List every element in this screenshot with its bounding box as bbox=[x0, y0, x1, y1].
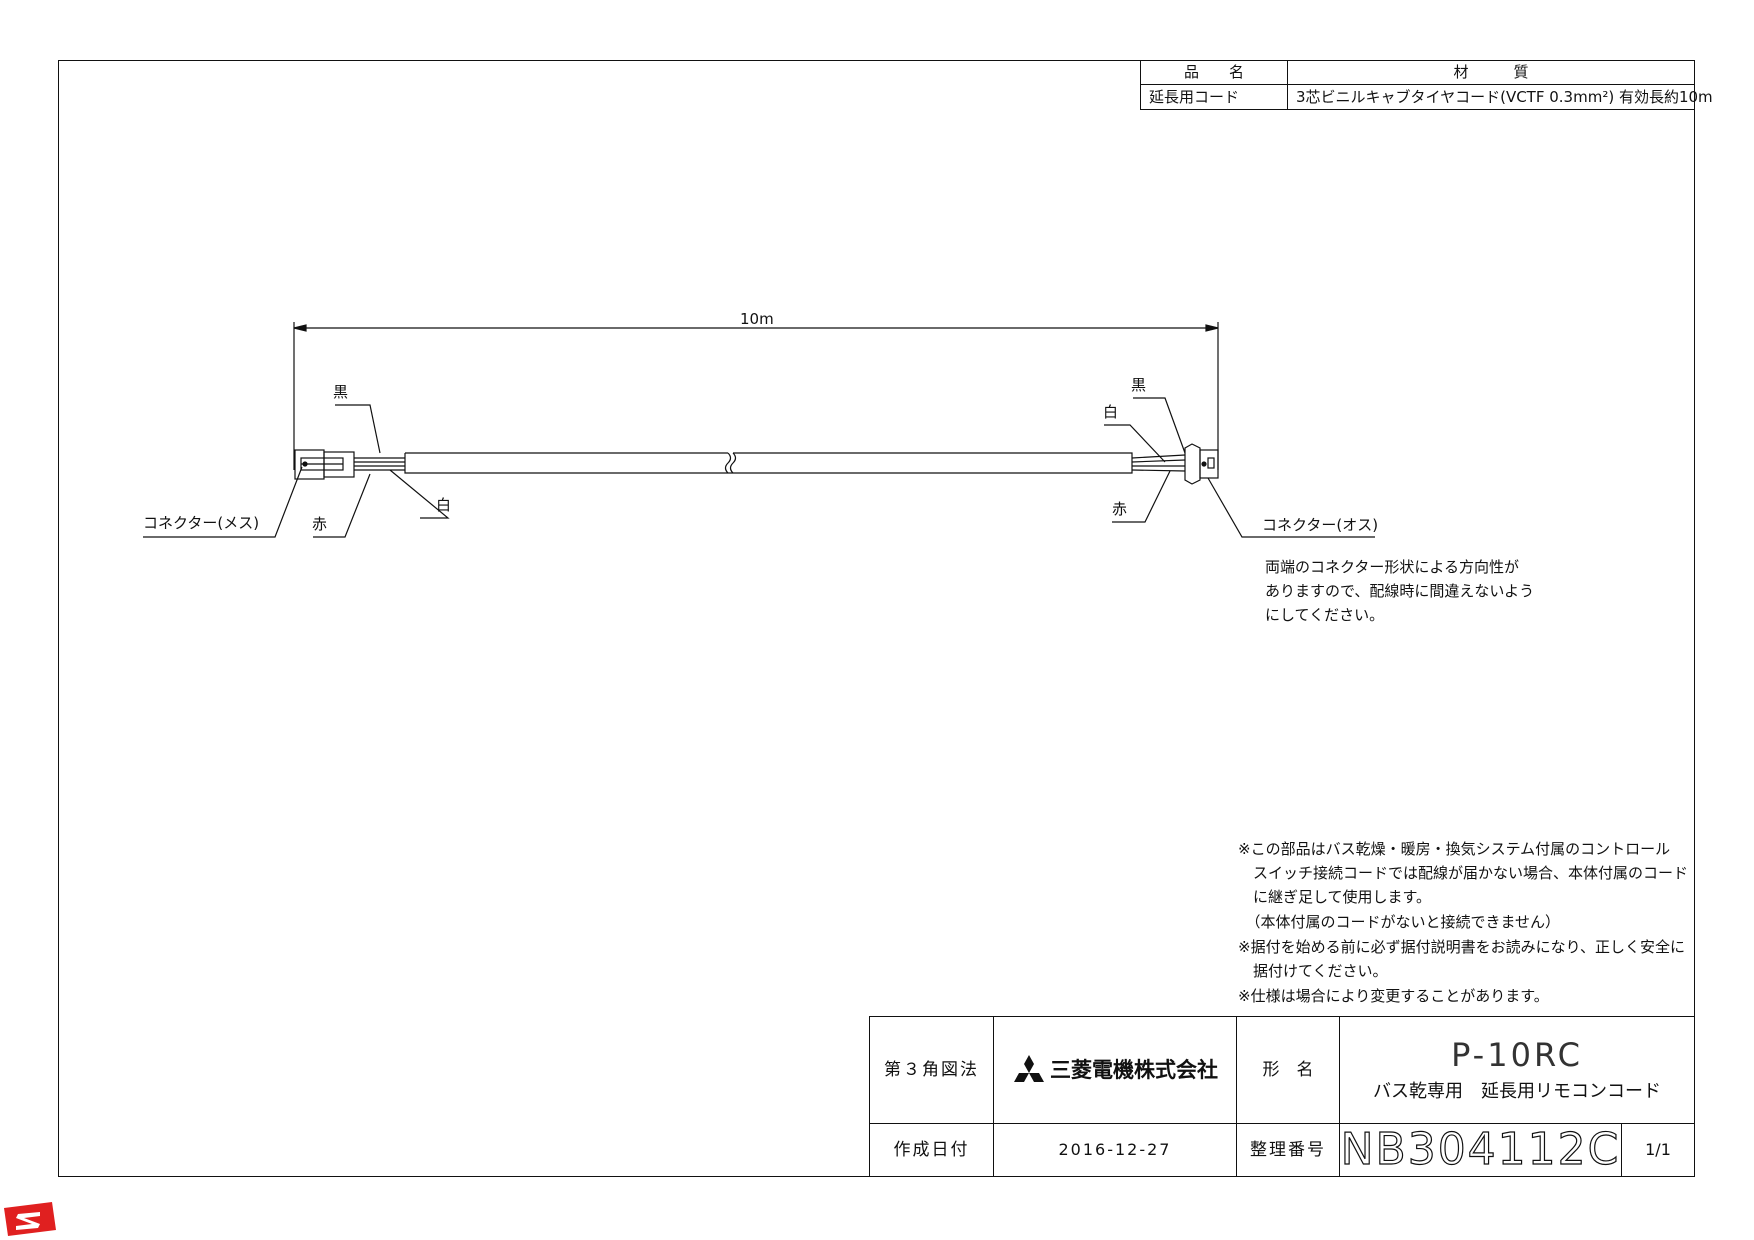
leader-right-red bbox=[1112, 470, 1171, 523]
right-white-label: 白 bbox=[1103, 403, 1119, 421]
note-line: ※据付を始める前に必ず据付説明書をお読みになり、正しく安全に bbox=[1238, 938, 1685, 956]
sheet-cell: 1/1 bbox=[1621, 1123, 1695, 1177]
cable-break-right bbox=[729, 452, 737, 474]
projection-cell: 第３角図法 bbox=[869, 1016, 994, 1124]
right-red-label: 赤 bbox=[1112, 500, 1128, 518]
direction-note-line: 両端のコネクター形状による方向性が bbox=[1265, 558, 1519, 576]
cable-left-segment bbox=[404, 452, 733, 474]
leader-left-black bbox=[335, 404, 381, 454]
corner-stamp-icon bbox=[4, 1202, 56, 1236]
dim-arrow-right bbox=[1205, 324, 1219, 332]
right-connector-dot bbox=[1201, 461, 1207, 467]
model-cell: P-10RC バス乾専用 延長用リモコンコード bbox=[1339, 1016, 1695, 1124]
note-line: に継ぎ足して使用します。 bbox=[1238, 888, 1432, 906]
right-wire-1 bbox=[1131, 454, 1186, 459]
number-cell: NB304112C bbox=[1339, 1123, 1622, 1177]
direction-note-line: ありますので、配線時に間違えないよう bbox=[1265, 582, 1535, 600]
note-line: 据付けてください。 bbox=[1238, 962, 1388, 980]
mitsubishi-logo-icon bbox=[1014, 1055, 1044, 1082]
leader-left-red bbox=[313, 473, 371, 538]
left-white-label: 白 bbox=[436, 496, 452, 514]
leader-right-connector bbox=[1207, 477, 1375, 538]
leader-right-black bbox=[1133, 397, 1186, 454]
note-line: ※この部品はバス乾燥・暖房・換気システム付属のコントロール bbox=[1238, 840, 1671, 858]
left-black-label: 黒 bbox=[333, 383, 349, 401]
direction-note-line: にしてください。 bbox=[1265, 606, 1385, 624]
cable-break-left bbox=[724, 452, 732, 474]
left-connector-dot bbox=[302, 461, 308, 467]
model-label-cell: 形 名 bbox=[1236, 1016, 1340, 1124]
right-wire-4 bbox=[1131, 469, 1186, 472]
right-wire-2 bbox=[1131, 459, 1186, 463]
date-label-cell: 作成日付 bbox=[869, 1123, 994, 1177]
left-connector-label: コネクター(メス) bbox=[143, 514, 260, 532]
right-connector-body bbox=[1184, 443, 1201, 485]
right-connector-label: コネクター(オス) bbox=[1262, 516, 1379, 534]
leader-left-connector bbox=[143, 466, 303, 538]
number-label-cell: 整理番号 bbox=[1236, 1123, 1340, 1177]
right-connector-housing bbox=[1199, 449, 1219, 479]
right-black-label: 黒 bbox=[1131, 376, 1147, 394]
dimension-label: 10m bbox=[740, 310, 774, 328]
right-connector-pin bbox=[1207, 457, 1215, 469]
leader-right-white bbox=[1104, 424, 1166, 463]
left-red-label: 赤 bbox=[312, 515, 328, 533]
note-line: ※仕様は場合により変更することがあります。 bbox=[1238, 987, 1549, 1005]
note-line: スイッチ接続コードでは配線が届かない場合、本体付属のコード bbox=[1238, 864, 1689, 882]
leader-left-white bbox=[389, 469, 450, 519]
note-line: （本体付属のコードがないと接続できません） bbox=[1238, 913, 1561, 931]
date-cell: 2016-12-27 bbox=[993, 1123, 1237, 1177]
parts-material-cell: 3芯ビニルキャブタイヤコード(VCTF 0.3mm²) 有効長約10m bbox=[1287, 84, 1713, 110]
cable-right-segment bbox=[733, 452, 1133, 474]
dim-arrow-left bbox=[293, 324, 307, 332]
company-cell: 三菱電機株式会社 bbox=[993, 1016, 1237, 1124]
